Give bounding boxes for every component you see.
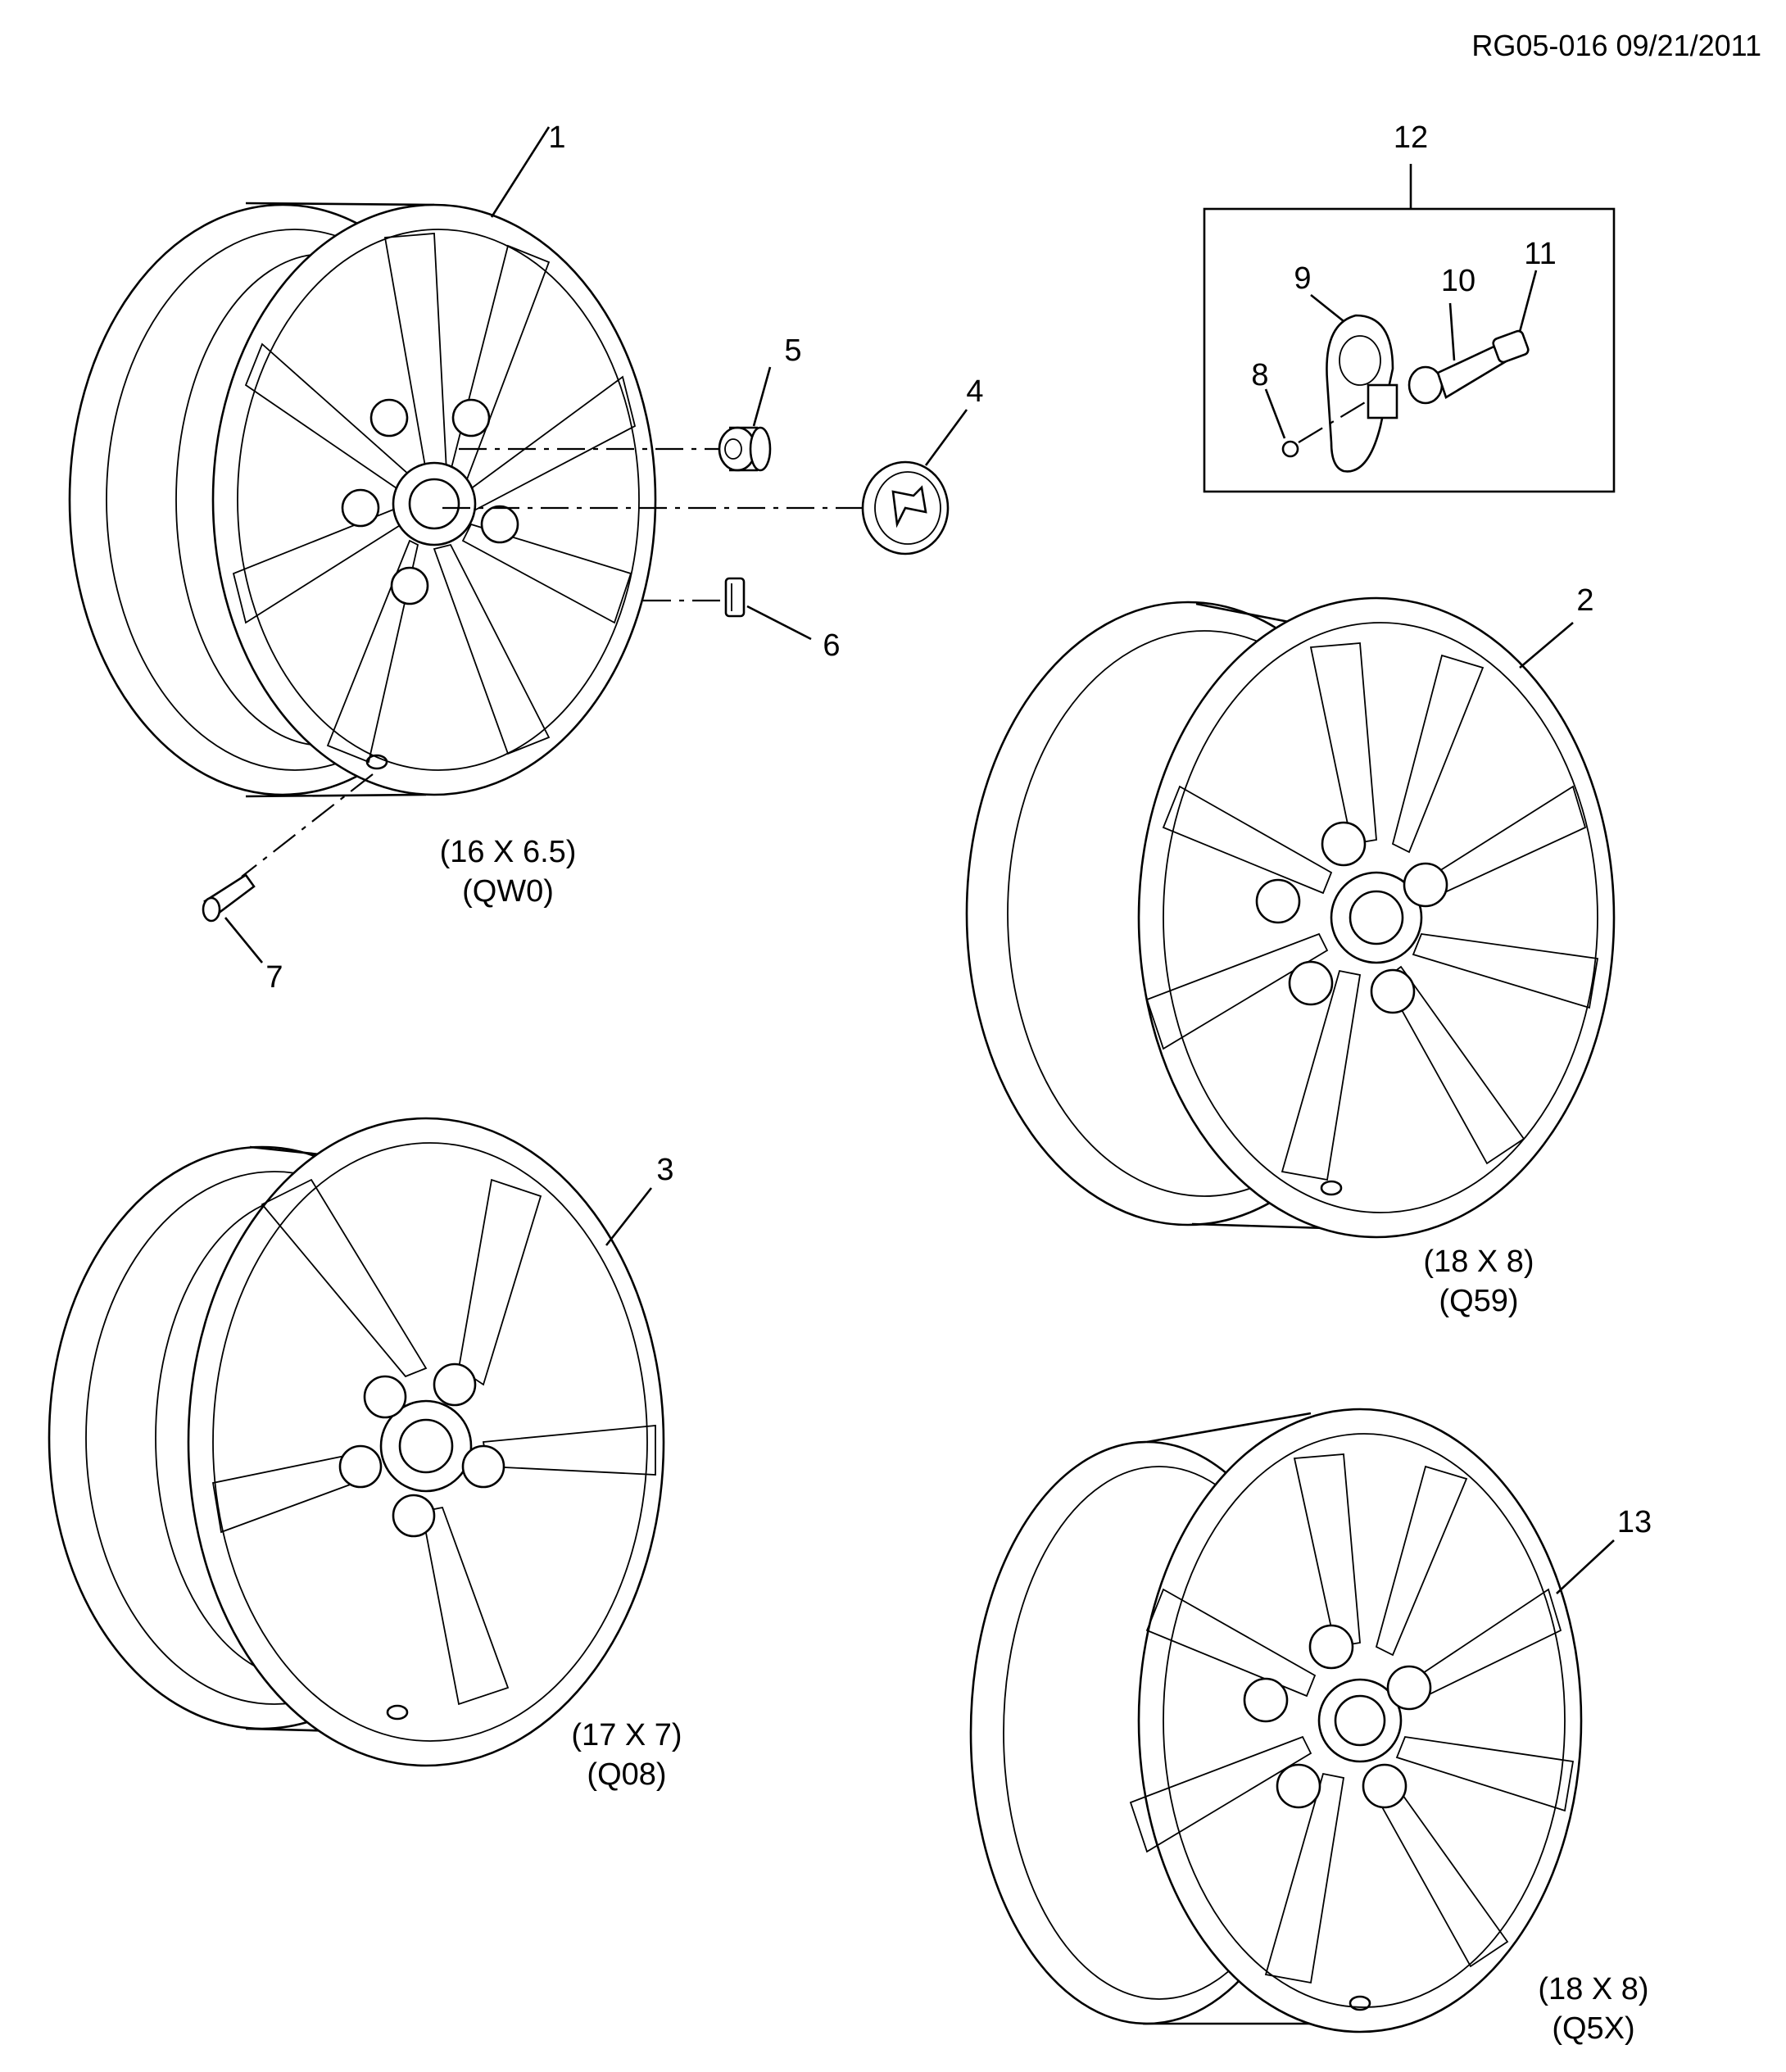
tpms-valve-part-10 — [1407, 342, 1509, 405]
callout-5: 5 — [784, 333, 801, 368]
callout-8: 8 — [1251, 358, 1268, 392]
wheel-2-q59 — [965, 596, 1616, 1239]
balance-weight-part-6 — [724, 577, 746, 618]
callout-1: 1 — [548, 120, 565, 155]
wheel-1-lug — [369, 398, 409, 438]
lug-nut-part-5 — [718, 426, 772, 472]
tpms-kit-box — [1203, 207, 1616, 493]
wheel-3-hub — [379, 1399, 473, 1493]
wheel-13-lug — [1362, 1763, 1407, 1809]
leader-2 — [1519, 622, 1574, 669]
wheel-1-lug — [451, 398, 491, 438]
leader-6 — [746, 605, 812, 641]
wheel-1-valve-hole — [365, 754, 388, 770]
callout-4: 4 — [966, 374, 983, 409]
wheel-3-lug — [433, 1362, 477, 1407]
leader-1 — [490, 126, 551, 218]
wheel-2-lug — [1255, 878, 1301, 924]
leader-9 — [1310, 293, 1344, 323]
wheel-3-q08 — [48, 1117, 665, 1767]
wheel-13-lug — [1243, 1677, 1289, 1723]
bowtie-emblem-icon — [891, 485, 927, 528]
wheel-3-lug — [392, 1494, 436, 1538]
wheel-3-size: (17 X 7) — [571, 1718, 682, 1752]
wheel-1-qw0 — [68, 202, 657, 798]
wheel-2-lug — [1288, 960, 1334, 1006]
wheel-13-lug — [1386, 1665, 1432, 1711]
wheel-13-lug — [1308, 1624, 1354, 1670]
callout-13: 13 — [1617, 1505, 1652, 1539]
tpms-valve-cap-part-11 — [1492, 329, 1530, 364]
callout-6: 6 — [823, 628, 840, 663]
wheel-13-hub — [1317, 1678, 1403, 1763]
wheel-3-code: (Q08) — [587, 1757, 666, 1792]
callout-9: 9 — [1294, 261, 1311, 296]
leader-13 — [1556, 1539, 1615, 1594]
wheel-2-code: (Q59) — [1439, 1284, 1518, 1318]
wheel-13-code: (Q5X) — [1552, 2011, 1634, 2046]
leader-7 — [224, 917, 264, 963]
tpms-screw-part-8 — [1281, 440, 1299, 458]
leader-3 — [605, 1187, 653, 1246]
leader-5 — [752, 366, 772, 427]
wheel-2-size: (18 X 8) — [1423, 1245, 1534, 1279]
tpms-sensor-part-9 — [1326, 314, 1398, 473]
wheel-13-lug — [1276, 1763, 1321, 1809]
wheel-13-size: (18 X 8) — [1538, 1972, 1648, 2006]
wheel-1-lug — [390, 566, 429, 605]
wheel-3-lug — [461, 1444, 505, 1489]
wheel-1-code: (QW0) — [462, 874, 554, 909]
wheel-3-lug — [338, 1444, 383, 1489]
callout-7: 7 — [265, 960, 283, 995]
wheel-2-lug — [1403, 862, 1448, 908]
callout-3: 3 — [656, 1153, 673, 1187]
leader-10 — [1448, 302, 1456, 361]
wheel-1-lug — [341, 488, 380, 528]
wheel-1-hub — [392, 461, 477, 546]
wheel-3-lug — [363, 1375, 407, 1419]
callout-12: 12 — [1394, 120, 1428, 155]
axis-line-valve — [241, 773, 374, 877]
valve-stem-part-7 — [202, 873, 256, 923]
wheel-2-hub — [1330, 871, 1423, 964]
callout-2: 2 — [1576, 583, 1593, 618]
wheel-13-q5x — [969, 1408, 1583, 2033]
wheel-1-size: (16 X 6.5) — [440, 835, 577, 869]
wheel-2-lug — [1321, 821, 1367, 867]
callout-11: 11 — [1524, 237, 1556, 271]
leader-8 — [1264, 388, 1286, 439]
leader-11 — [1518, 270, 1538, 333]
leader-4 — [924, 409, 968, 466]
diagram-reference: RG05-016 09/21/2011 — [1471, 29, 1761, 62]
wheel-2-lug — [1370, 968, 1416, 1014]
callout-10: 10 — [1441, 264, 1475, 298]
wheel-1-lug — [480, 505, 519, 544]
center-cap-part-4 — [861, 460, 950, 555]
